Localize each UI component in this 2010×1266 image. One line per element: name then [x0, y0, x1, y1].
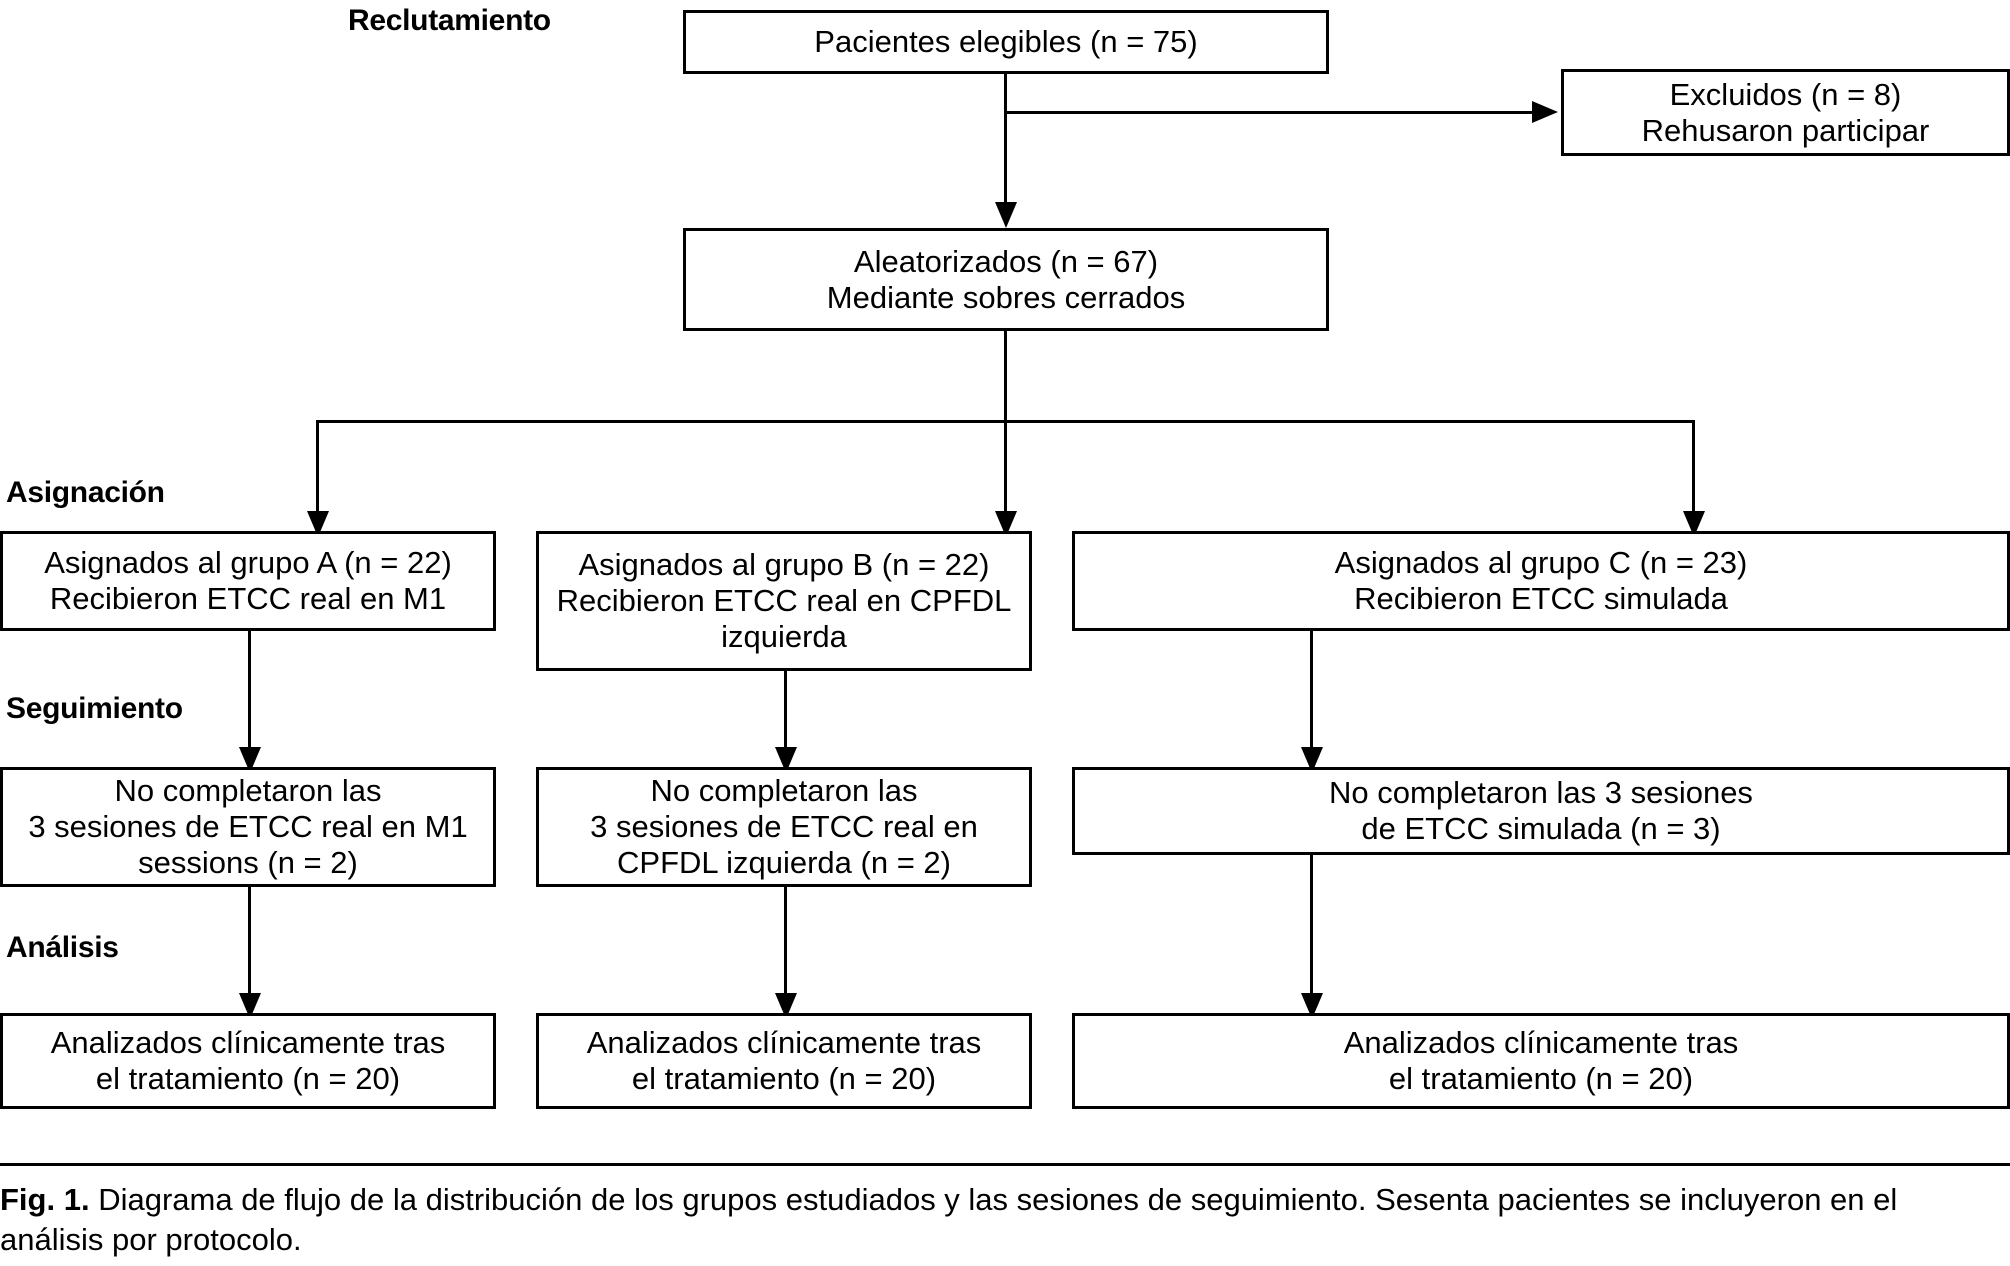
node-allocation-group-a: Asignados al grupo A (n = 22) Recibieron… [0, 531, 496, 631]
arrowhead-eligible-to-excluded [1532, 101, 1558, 123]
connector-bus-to-group-b [1004, 420, 1007, 515]
node-excluded-line-2: Rehusaron participar [1641, 112, 1930, 148]
node-randomized: Aleatorizados (n = 67) Mediante sobres c… [683, 228, 1329, 331]
node-allocation-group-b-line-2: Recibieron ETCC real en CPFDL [556, 583, 1012, 619]
figure-caption-text: Diagrama de flujo de la distribución de … [0, 1182, 1898, 1258]
node-randomized-line-2: Mediante sobres cerrados [826, 279, 1186, 315]
phase-label-analysis: Análisis [6, 931, 119, 964]
connector-randomized-stem [1004, 331, 1007, 422]
node-followup-group-c-line-1: No completaron las 3 sesiones [1329, 775, 1753, 811]
node-eligible-line-1: Pacientes elegibles (n = 75) [814, 24, 1198, 60]
arrowhead-follow-a-to-analysis-a [239, 993, 261, 1019]
connector-alloc-a-to-follow-a [248, 631, 251, 751]
connector-bus-to-group-a [316, 420, 319, 515]
arrowhead-eligible-to-randomized [995, 202, 1017, 228]
node-analysis-group-c-line-2: el tratamiento (n = 20) [1388, 1061, 1694, 1096]
node-analysis-group-b-line-2: el tratamiento (n = 20) [631, 1061, 937, 1096]
node-allocation-group-a-line-1: Asignados al grupo A (n = 22) [44, 545, 452, 581]
arrowhead-alloc-c-to-follow-c [1301, 747, 1323, 773]
node-followup-group-c: No completaron las 3 sesiones de ETCC si… [1072, 767, 2010, 855]
node-followup-group-a-line-3: sessions (n = 2) [138, 844, 358, 880]
figure-caption: Fig. 1. Diagrama de flujo de la distribu… [0, 1180, 2002, 1261]
node-analysis-group-b: Analizados clínicamente tras el tratamie… [536, 1013, 1032, 1109]
node-allocation-group-a-line-2: Recibieron ETCC real en M1 [49, 581, 447, 616]
arrowhead-alloc-b-to-follow-b [775, 747, 797, 773]
figure-number: Fig. 1. [0, 1182, 90, 1217]
node-allocation-group-c-line-1: Asignados al grupo C (n = 23) [1334, 545, 1748, 581]
node-analysis-group-b-line-1: Analizados clínicamente tras [586, 1025, 982, 1061]
connector-follow-c-to-analysis-c [1310, 855, 1313, 997]
arrowhead-bus-to-group-b [995, 511, 1017, 537]
node-allocation-group-b-line-3: izquierda [721, 618, 847, 654]
phase-label-allocation: Asignación [6, 476, 165, 509]
phase-label-recruitment: Reclutamiento [348, 4, 551, 37]
node-analysis-group-c-line-1: Analizados clínicamente tras [1343, 1025, 1739, 1061]
node-allocation-group-c: Asignados al grupo C (n = 23) Recibieron… [1072, 531, 2010, 631]
caption-divider [0, 1163, 2010, 1166]
node-followup-group-b: No completaron las 3 sesiones de ETCC re… [536, 767, 1032, 887]
phase-label-followup: Seguimiento [6, 692, 183, 725]
node-followup-group-a-line-2: 3 sesiones de ETCC real en M1 [28, 809, 468, 845]
connector-alloc-c-to-follow-c [1310, 631, 1313, 751]
node-randomized-line-1: Aleatorizados (n = 67) [853, 243, 1159, 279]
connector-eligible-to-randomized [1004, 74, 1007, 206]
arrowhead-alloc-a-to-follow-a [239, 747, 261, 773]
connector-bus-to-group-c [1692, 420, 1695, 515]
connector-follow-a-to-analysis-a [248, 887, 251, 997]
node-followup-group-b-line-3: CPFDL izquierda (n = 2) [617, 844, 951, 880]
arrowhead-follow-c-to-analysis-c [1301, 993, 1323, 1019]
connector-alloc-b-to-follow-b [784, 671, 787, 751]
node-analysis-group-a-line-2: el tratamiento (n = 20) [95, 1061, 401, 1096]
node-analysis-group-a: Analizados clínicamente tras el tratamie… [0, 1013, 496, 1109]
node-analysis-group-a-line-1: Analizados clínicamente tras [50, 1025, 446, 1061]
node-followup-group-c-line-2: de ETCC simulada (n = 3) [1361, 811, 1721, 846]
node-followup-group-a: No completaron las 3 sesiones de ETCC re… [0, 767, 496, 887]
node-excluded: Excluidos (n = 8) Rehusaron participar [1561, 69, 2010, 156]
node-followup-group-b-line-1: No completaron las [650, 773, 918, 809]
arrowhead-bus-to-group-c [1683, 511, 1705, 537]
node-excluded-line-1: Excluidos (n = 8) [1669, 76, 1902, 112]
node-followup-group-b-line-2: 3 sesiones de ETCC real en [590, 809, 978, 845]
node-allocation-group-c-line-2: Recibieron ETCC simulada [1354, 581, 1728, 616]
node-eligible: Pacientes elegibles (n = 75) [683, 10, 1329, 74]
connector-follow-b-to-analysis-b [784, 887, 787, 997]
node-followup-group-a-line-1: No completaron las [114, 773, 382, 809]
node-allocation-group-b-line-1: Asignados al grupo B (n = 22) [578, 547, 990, 583]
node-allocation-group-b: Asignados al grupo B (n = 22) Recibieron… [536, 531, 1032, 671]
arrowhead-bus-to-group-a [307, 511, 329, 537]
connector-eligible-to-excluded [1004, 111, 1534, 114]
arrowhead-follow-b-to-analysis-b [775, 993, 797, 1019]
node-analysis-group-c: Analizados clínicamente tras el tratamie… [1072, 1013, 2010, 1109]
